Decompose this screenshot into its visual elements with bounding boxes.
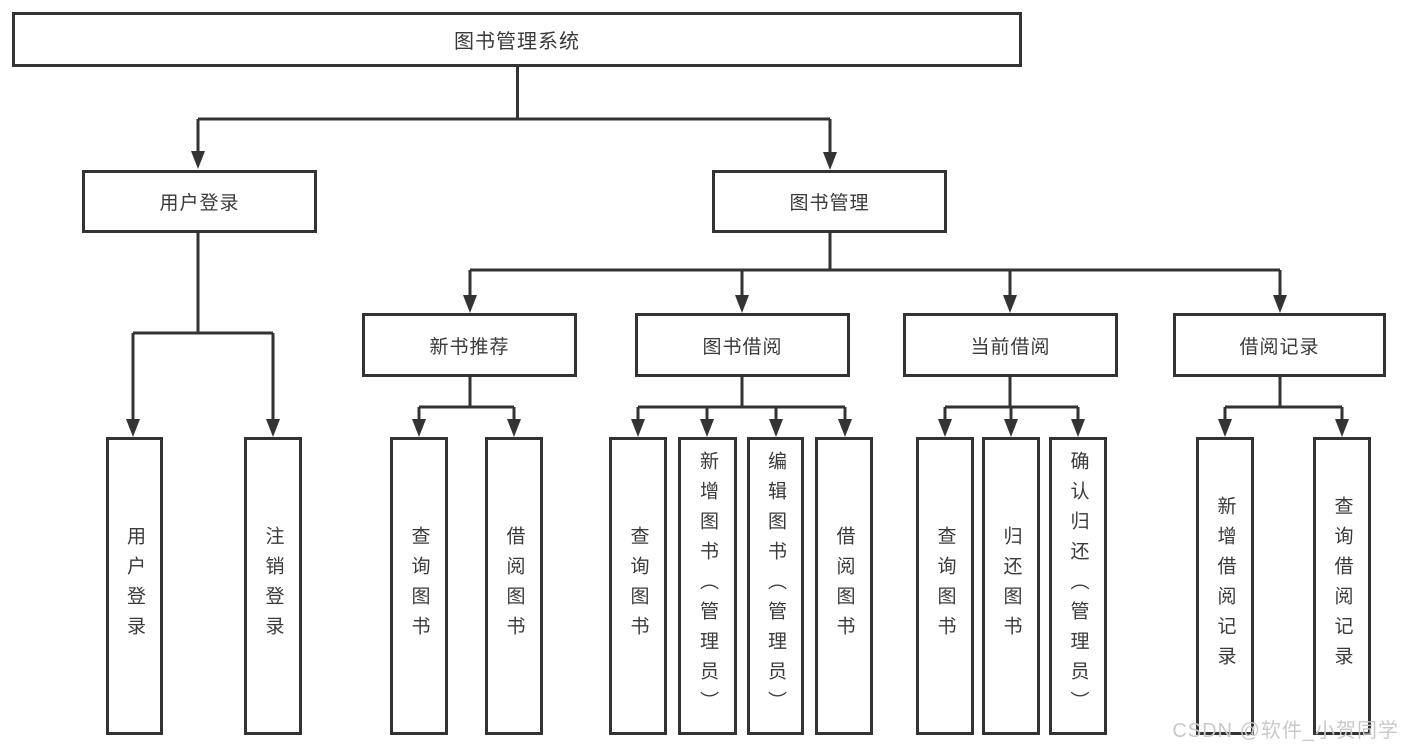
node-label: 确认归还（管理员） (1067, 451, 1089, 721)
leaf-logout: 注销登录 (244, 437, 302, 735)
leaf-borrow-books-recommend: 借阅图书 (485, 437, 543, 735)
leaf-query-books-borrow: 查询图书 (609, 437, 667, 735)
node-label: 借阅图书 (833, 526, 855, 646)
node-book-management: 图书管理 (712, 170, 947, 233)
leaf-query-books-current: 查询图书 (916, 437, 974, 735)
node-label: 查询图书 (627, 526, 649, 646)
node-label: 新增借阅记录 (1214, 496, 1236, 676)
node-borrowing-records: 借阅记录 (1173, 313, 1386, 377)
node-label: 查询借阅记录 (1331, 496, 1353, 676)
node-label: 查询图书 (934, 526, 956, 646)
node-label: 查询图书 (408, 526, 430, 646)
node-label: 借阅图书 (503, 526, 525, 646)
node-label: 借阅记录 (1239, 336, 1320, 358)
node-label: 当前借阅 (970, 336, 1051, 358)
node-label: 注销登录 (262, 526, 284, 646)
leaf-borrow-books: 借阅图书 (815, 437, 873, 735)
node-label: 用户登录 (124, 526, 145, 646)
node-user-login-group: 用户登录 (82, 170, 317, 233)
node-label: 图书管理系统 (454, 31, 580, 53)
leaf-query-borrow-record: 查询借阅记录 (1313, 437, 1371, 735)
leaf-user-login: 用户登录 (106, 437, 163, 735)
leaf-query-books-recommend: 查询图书 (390, 437, 448, 735)
leaf-return-books: 归还图书 (982, 437, 1040, 735)
node-label: 图书借阅 (702, 336, 783, 358)
leaf-edit-books-admin: 编辑图书（管理员） (747, 437, 804, 735)
leaf-confirm-return-admin: 确认归还（管理员） (1049, 437, 1107, 735)
node-current-borrowing: 当前借阅 (903, 313, 1118, 377)
node-new-book-recommendation: 新书推荐 (362, 313, 577, 377)
node-label: 图书管理 (789, 193, 870, 214)
node-label: 新增图书（管理员） (697, 451, 718, 721)
watermark: CSDN @软件_小贺同学 (1172, 720, 1399, 742)
leaf-add-books-admin: 新增图书（管理员） (678, 437, 737, 735)
node-label: 用户登录 (159, 193, 240, 214)
node-book-borrowing: 图书借阅 (635, 313, 850, 377)
node-label: 新书推荐 (429, 336, 510, 358)
node-label: 编辑图书（管理员） (765, 451, 786, 721)
node-library-management-system: 图书管理系统 (12, 12, 1022, 67)
leaf-add-borrow-record: 新增借阅记录 (1196, 437, 1254, 735)
node-label: 归还图书 (1000, 526, 1022, 646)
